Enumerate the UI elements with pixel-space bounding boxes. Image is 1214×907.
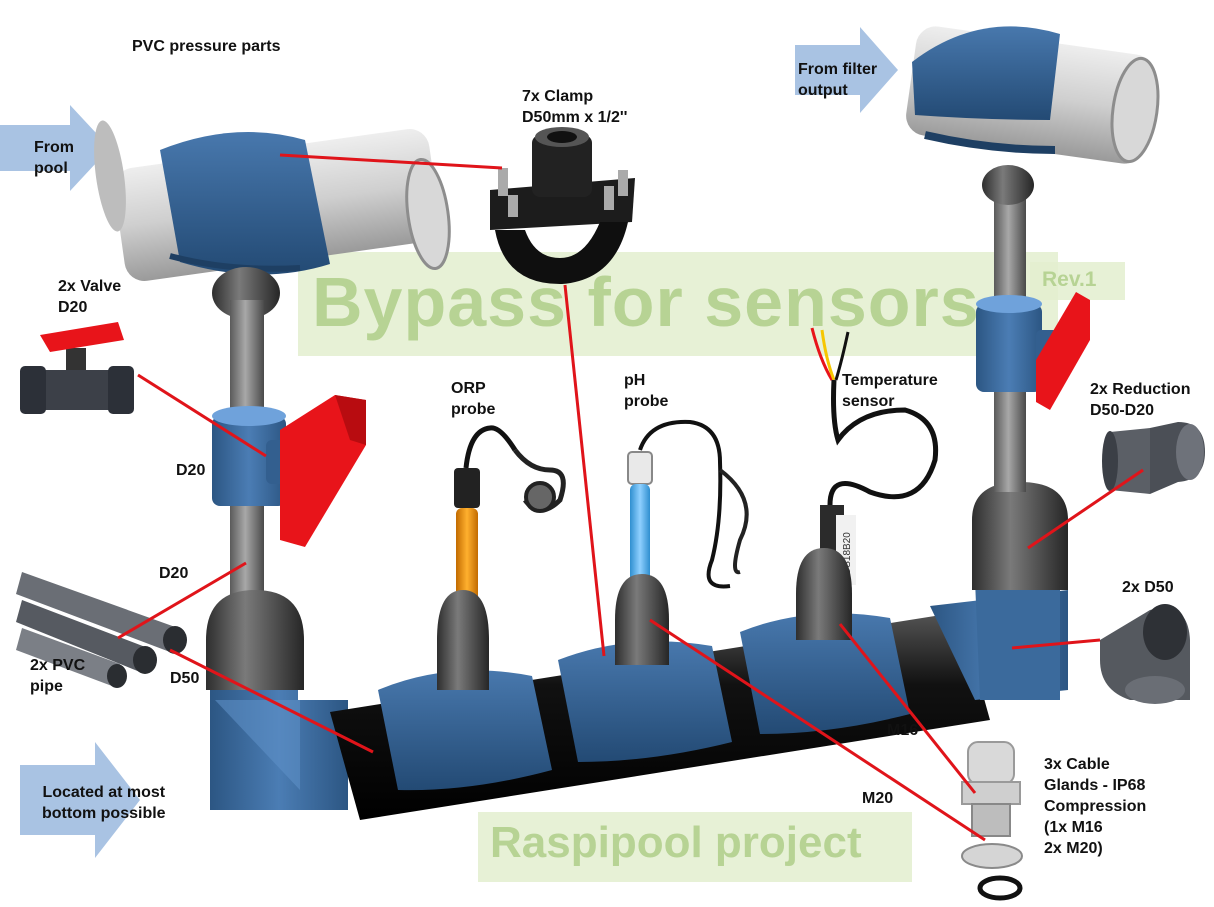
pipe-dimension-label: D20: [159, 565, 189, 582]
from-pool-label: From pool: [34, 139, 74, 177]
pipe-thumbnail: [16, 572, 187, 688]
from-filter-arrow: [795, 27, 898, 113]
revision-label: Rev.1: [1042, 268, 1097, 291]
inlet-pipe: [94, 120, 451, 281]
left-elbow: [206, 590, 348, 810]
valve-dimension-label: D20: [176, 462, 206, 479]
temperature-sensor: DS18B20: [796, 327, 939, 640]
right-elbow: [930, 482, 1068, 700]
clamp-label: 7x Clamp D50mm x 1/2'': [522, 88, 628, 126]
gland-m16-label: M16: [887, 722, 919, 739]
located-bottom-label: Located at most bottom possible: [42, 784, 166, 822]
left-riser-pipe-upper: [230, 300, 264, 420]
gland-m20-label: M20: [862, 790, 894, 807]
elbow-label: 2x D50: [1122, 579, 1174, 596]
cable-gland-label: 3x Cable Glands - IP68 Compression (1x M…: [1044, 756, 1147, 857]
valve-label: 2x Valve D20: [58, 278, 122, 316]
footer-title: Raspipool project: [490, 818, 862, 867]
main-pipe-clamps: [378, 613, 910, 791]
valve-thumbnail: [20, 322, 134, 414]
reduction-thumbnail: [1102, 422, 1205, 494]
cable-gland-thumbnail: [961, 741, 1023, 901]
reduction-label: 2x Reduction D50-D20: [1090, 381, 1191, 419]
temperature-sensor-label: Temperature sensor: [842, 372, 938, 410]
right-riser-pipe-lower: [994, 392, 1026, 492]
elbow-thumbnail: [1100, 604, 1190, 704]
pipe-label: 2x PVC pipe: [30, 657, 86, 695]
section-label: PVC pressure parts: [132, 38, 281, 55]
outlet-nipple: [982, 165, 1034, 205]
orp-probe-label: ORP probe: [451, 380, 496, 418]
from-pool-arrow: [0, 105, 110, 191]
ph-probe-label: pH probe: [624, 372, 669, 410]
diagram-title: Bypass for sensors: [312, 263, 980, 341]
located-bottom-arrow: [20, 742, 140, 858]
sensor-mark-text: DS18B20: [842, 532, 853, 575]
orp-probe: [437, 425, 566, 690]
ph-probe: [615, 419, 749, 665]
right-valve: [976, 292, 1090, 410]
left-valve: [212, 395, 366, 547]
footer-banner: [478, 812, 912, 882]
from-filter-label: From filter output: [798, 61, 878, 99]
outlet-pipe: [906, 26, 1160, 164]
clamp-thumbnail: [490, 127, 635, 285]
right-riser-pipe-upper: [994, 190, 1026, 310]
title-banner: [298, 252, 1058, 356]
leader-lines: [117, 153, 1144, 842]
elbow-dimension-label: D50: [170, 670, 200, 687]
